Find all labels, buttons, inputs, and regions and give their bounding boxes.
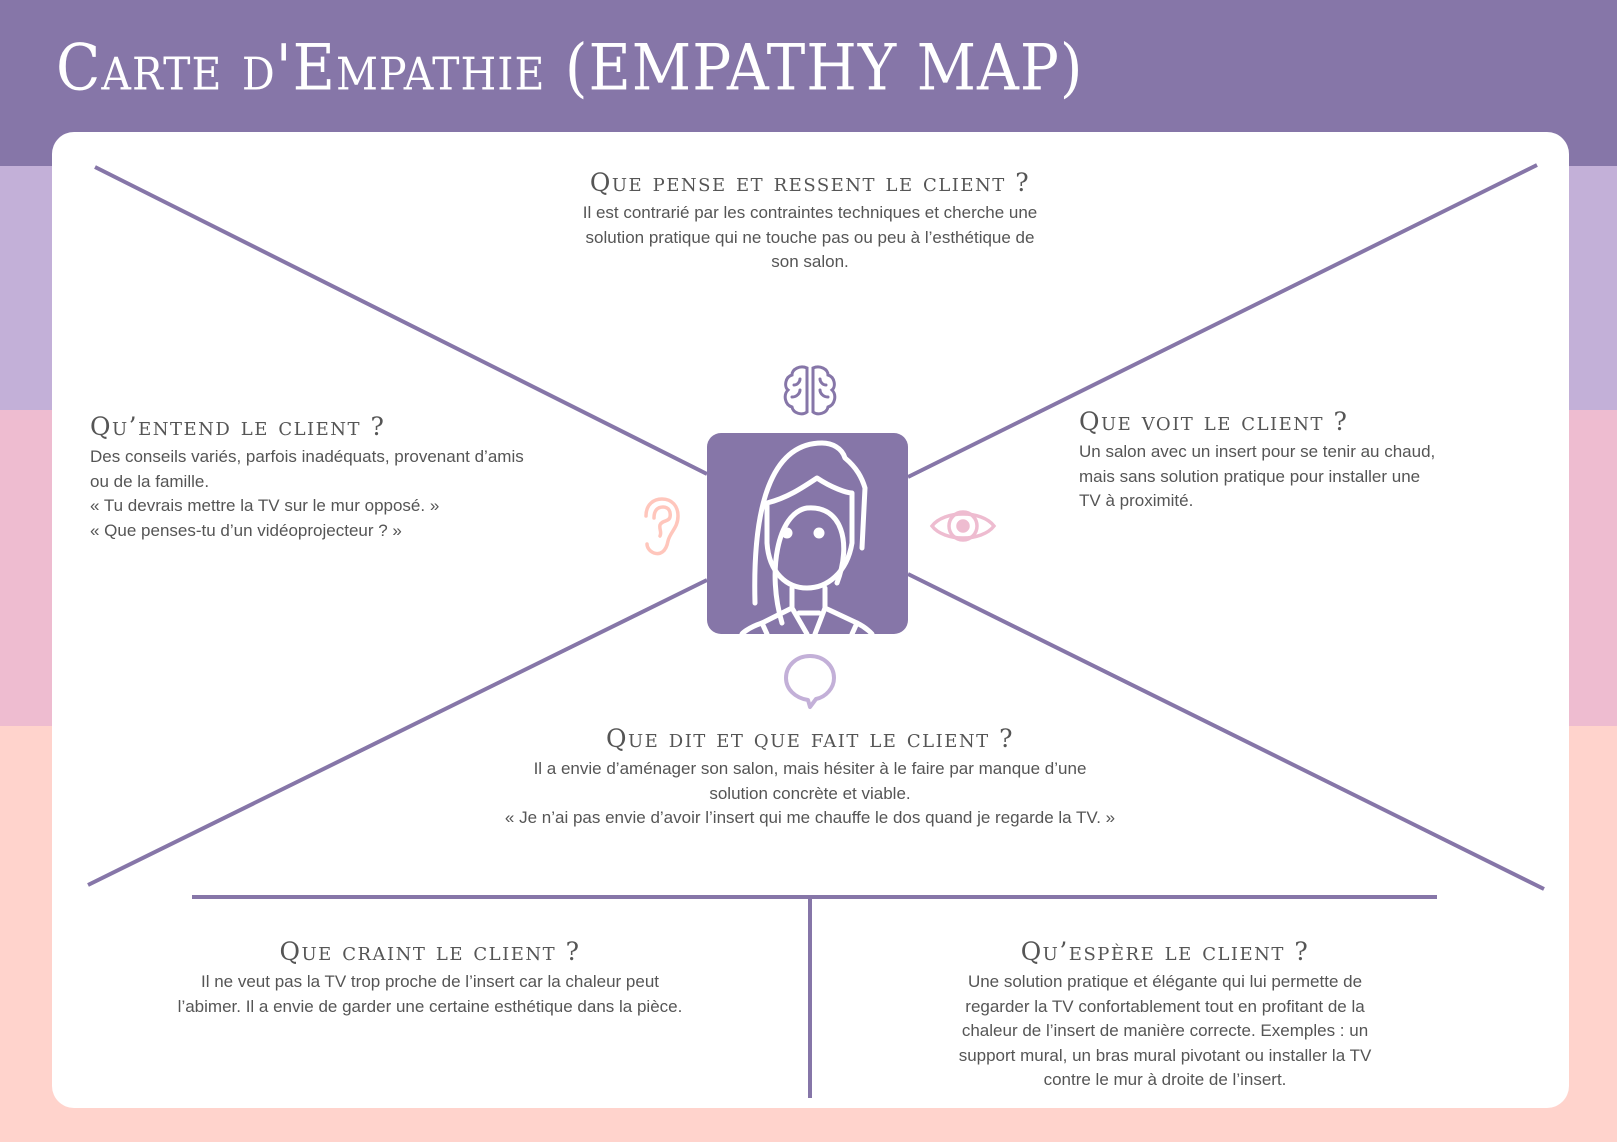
ear-icon [644, 497, 680, 556]
section-heading: Que craint le client ? [279, 937, 581, 966]
section-text: Des conseils variés, parfois inadéquats,… [90, 447, 524, 540]
section-fears: Que craint le client ? Il ne veut pas la… [110, 937, 750, 1019]
section-hears: Qu’entend le client ? Des conseils varié… [90, 412, 630, 543]
diagonal-line-2b [87, 578, 708, 887]
section-text: Il est contrarié par les contraintes tec… [582, 203, 1038, 271]
person-avatar-icon [707, 433, 908, 634]
section-text: Une solution pratique et élégante qui lu… [958, 972, 1372, 1089]
section-heading: Que pense et ressent le client ? [589, 168, 1031, 197]
section-heading: Qu’espère le client ? [1020, 937, 1310, 966]
section-text: Il a envie d’aménager son salon, mais hé… [504, 759, 1116, 827]
diagonal-line-2 [907, 163, 1538, 479]
section-says-does: Que dit et que fait le client ? Il a env… [420, 724, 1200, 831]
section-sees: Que voit le client ? Un salon avec un in… [1079, 407, 1539, 514]
brain-icon [783, 365, 837, 416]
section-hopes: Qu’espère le client ? Une solution prati… [885, 937, 1445, 1093]
eye-icon [929, 510, 997, 542]
page-title: Carte d'Empathie (EMPATHY MAP) [56, 30, 1084, 105]
section-text: Un salon avec un insert pour se tenir au… [1079, 442, 1436, 510]
section-heading: Que voit le client ? [1079, 407, 1349, 436]
section-heading: Que dit et que fait le client ? [606, 724, 1014, 753]
speech-bubble-icon [784, 654, 836, 709]
section-text: Il ne veut pas la TV trop proche de l’in… [177, 972, 683, 1016]
diagonal-line-1b [907, 572, 1545, 891]
diagonal-line-1 [94, 165, 708, 476]
section-heading: Qu’entend le client ? [90, 412, 386, 441]
section-thinks-feels: Que pense et ressent le client ? Il est … [520, 168, 1100, 275]
